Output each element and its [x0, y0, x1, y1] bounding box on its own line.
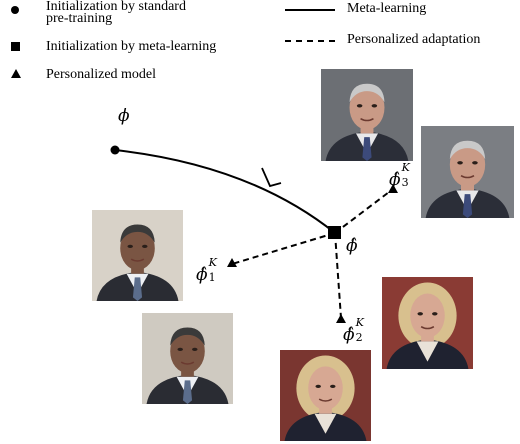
left-eye — [457, 161, 463, 165]
hair — [170, 327, 205, 346]
meta-init-point — [328, 226, 341, 239]
tie — [132, 277, 143, 301]
label-phi-hat: ϕ̂ — [346, 236, 358, 256]
phi-hat-2-sub: 2 — [355, 331, 363, 344]
right-eye — [192, 347, 198, 352]
shirt — [314, 413, 337, 434]
personalized-model-1 — [227, 258, 237, 267]
label-phi-hat-3: ϕ̂K 3 — [389, 161, 415, 190]
triangle-marker-icon — [11, 69, 21, 78]
adaptation-line-2 — [334, 232, 342, 319]
left-eye — [127, 244, 133, 249]
photo-man-a-illustration — [92, 210, 183, 301]
phi-hat-2-base: ϕ̂ — [343, 325, 355, 345]
phi-hat-3-base: ϕ̂ — [389, 170, 401, 190]
legend-personalized-adaptation: Personalized adaptation — [347, 32, 481, 47]
circle-marker-icon — [11, 6, 19, 14]
photo-woman-a-illustration — [382, 277, 473, 369]
left-eye — [417, 312, 423, 316]
hair — [449, 140, 486, 160]
photo-man-b — [142, 313, 233, 404]
mouth — [420, 326, 435, 330]
face — [349, 85, 385, 130]
photo-woman-a — [382, 277, 473, 369]
left-eye — [356, 104, 363, 108]
photo-older-man-b-illustration — [421, 126, 514, 218]
right-eye — [371, 104, 378, 108]
tie — [362, 137, 372, 161]
phi-hat-1-sup: K — [208, 256, 217, 269]
square-marker-icon — [11, 42, 20, 51]
phi-hat-1-base: ϕ̂ — [196, 265, 208, 285]
standard-init-point — [110, 145, 120, 155]
shirt — [416, 341, 439, 362]
personalized-model-3 — [388, 184, 398, 193]
right-eye — [142, 244, 148, 249]
left-eye — [177, 347, 183, 352]
personalized-model-2 — [336, 314, 346, 323]
photo-woman-b-illustration — [280, 350, 371, 441]
tie — [462, 194, 473, 218]
legend-standard-init-line1: Initialization by standard — [46, 0, 186, 14]
phi-symbol: ϕ — [118, 106, 130, 126]
right-eye — [432, 312, 438, 316]
adaptation-line-3 — [334, 188, 394, 234]
label-phi: ϕ — [118, 106, 130, 126]
mouth — [180, 361, 195, 365]
face — [170, 329, 205, 374]
phi-hat-3-sub: 3 — [401, 176, 409, 189]
adaptation-line-1 — [231, 232, 336, 265]
mouth — [460, 175, 475, 179]
face — [308, 366, 343, 411]
phi-hat-1-sub: 1 — [208, 271, 216, 284]
legend-meta-learning: Meta-learning — [347, 1, 427, 16]
hair — [120, 224, 155, 243]
label-phi-hat-1: ϕ̂K 1 — [196, 256, 222, 285]
face — [410, 293, 445, 338]
right-eye — [330, 384, 336, 389]
photo-older-man-a — [321, 69, 413, 161]
phi-hat-2-sup: K — [355, 316, 364, 329]
hair — [349, 83, 385, 103]
right-eye — [472, 161, 478, 165]
face — [449, 142, 486, 187]
meta-learning-curve — [114, 149, 336, 234]
dashed-line-icon — [285, 40, 335, 42]
legend-meta-init: Initialization by meta-learning — [46, 39, 217, 54]
tie — [182, 380, 193, 404]
legend-standard-init-line2: pre-training — [46, 11, 113, 26]
left-eye — [315, 384, 321, 389]
solid-line-icon — [285, 9, 335, 11]
photo-woman-b — [280, 350, 371, 441]
photo-man-b-illustration — [142, 313, 233, 404]
mouth — [360, 118, 374, 122]
photo-older-man-a-illustration — [321, 69, 413, 161]
mouth — [318, 398, 333, 402]
phi-hat-3-sup: K — [401, 161, 410, 174]
face — [120, 226, 155, 271]
photo-man-a — [92, 210, 183, 301]
label-phi-hat-2: ϕ̂K 2 — [343, 316, 369, 345]
curve-arrow-icon — [261, 167, 282, 188]
photo-older-man-b — [421, 126, 514, 218]
mouth — [130, 258, 145, 262]
phi-hat-symbol: ϕ̂ — [346, 236, 358, 256]
legend-personalized-model: Personalized model — [46, 67, 157, 82]
